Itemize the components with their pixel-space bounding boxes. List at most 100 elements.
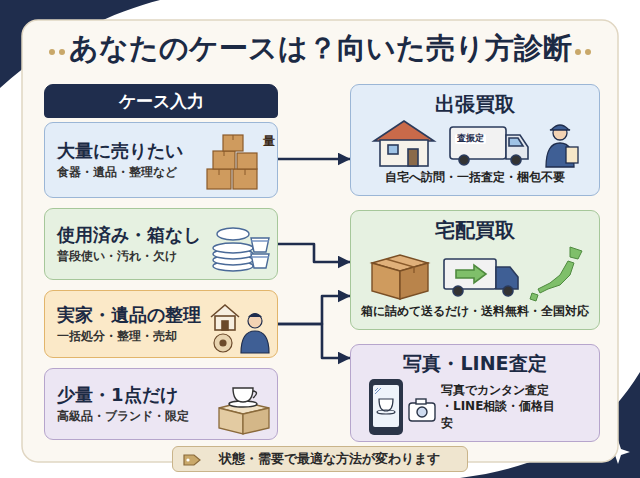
van-icon <box>450 127 506 159</box>
truck-icon <box>503 286 513 296</box>
worker-icon <box>550 125 570 130</box>
smartphone <box>369 379 403 435</box>
phone-illustration <box>361 377 439 437</box>
japan-map <box>570 247 582 259</box>
teacup <box>233 388 253 402</box>
box-tape <box>219 169 220 175</box>
title-dots <box>59 49 65 55</box>
plate-stack <box>213 243 253 253</box>
node-body: 自宅へ訪問・一括査定・梱包不要 <box>357 169 593 185</box>
node-heading: ケース入力 <box>119 90 204 113</box>
node-body: 写真でカンタン査定 ・LINE相談・価格目安 <box>441 382 563 432</box>
van-icon <box>459 155 469 165</box>
dishes-illustration <box>211 216 273 274</box>
cup <box>251 238 269 268</box>
gift-box <box>219 408 243 434</box>
node-heading: 宅配買取 <box>357 217 593 243</box>
house-icon <box>374 121 434 166</box>
cardboard-box <box>207 135 257 189</box>
panel <box>22 20 618 462</box>
node-heading: 状態・需要で最適な方法が変わります <box>219 450 440 468</box>
family-crest <box>214 334 232 352</box>
cup <box>251 256 269 257</box>
flow-arrow <box>278 324 350 358</box>
house-icon <box>222 321 228 330</box>
house-icon <box>215 316 235 330</box>
quantity-mark: 量 <box>263 135 275 148</box>
case-box: 実家・遺品の整理一括処分・整理・売却 <box>44 290 278 358</box>
cardboard-box <box>237 153 257 169</box>
boxes-illustration <box>205 131 261 191</box>
cup <box>251 254 269 268</box>
box-tape <box>219 135 245 175</box>
cardboard-box <box>372 255 428 299</box>
camera-icon <box>416 399 426 404</box>
title-dots <box>575 49 581 55</box>
flow-arrow <box>278 158 350 161</box>
worker-icon <box>546 125 578 167</box>
panel <box>22 20 618 462</box>
truck-icon <box>456 265 486 283</box>
node-heading: 出張買取 <box>357 91 593 117</box>
teacup <box>229 388 257 407</box>
flow-arrow <box>278 296 350 324</box>
smartphone <box>373 385 399 427</box>
van-icon <box>511 155 521 165</box>
van-icon <box>450 127 528 165</box>
person-icon <box>248 313 262 317</box>
japan-map <box>538 261 574 293</box>
person-icon <box>241 331 269 353</box>
tag-icon <box>182 452 202 468</box>
house-person-illustration <box>209 297 273 355</box>
worker-icon <box>566 147 578 163</box>
title-dots <box>49 49 55 55</box>
person-icon <box>241 313 269 353</box>
node-body: 普段使い・汚れ・欠け <box>57 249 207 265</box>
node-body: 高級品・ブランド・限定 <box>57 409 207 425</box>
cardboard-box <box>213 151 235 169</box>
case-box: 少量・1点だけ高級品・ブランド・限定 <box>44 368 278 440</box>
box-tape <box>245 169 246 175</box>
family-crest <box>220 340 226 346</box>
gift-box <box>243 408 269 434</box>
tag-icon <box>186 458 189 461</box>
box-tape <box>233 135 234 140</box>
node-heading: 大量に売りたい <box>57 139 207 162</box>
truck-icon <box>444 259 518 296</box>
japan-map <box>530 293 538 301</box>
smartphone <box>379 399 393 411</box>
gift-box <box>219 402 269 434</box>
plate-stack <box>213 228 253 271</box>
house-icon <box>380 140 428 166</box>
connectors <box>278 159 350 358</box>
cardboard-box <box>372 263 400 299</box>
delivery-illustration <box>360 245 590 303</box>
node-heading: 実家・遺品の整理 <box>57 303 207 326</box>
method-box: 写真・LINE査定写真でカンタン査定 ・LINE相談・価格目安 <box>350 344 600 442</box>
tag-icon <box>184 455 200 465</box>
van-lettering: 査振定 <box>455 134 486 144</box>
family-crest <box>214 334 232 352</box>
cardboard-box <box>223 135 243 151</box>
node-heading: 写真・LINE査定 <box>357 351 593 376</box>
diagram-title: あなたのケースは？向いた売り方診断 <box>0 30 640 66</box>
tag-icon <box>184 455 200 465</box>
cardboard-box <box>386 259 414 273</box>
column-header: ケース入力 <box>44 84 278 118</box>
house-icon <box>211 305 239 330</box>
node-heading: 少量・1点だけ <box>57 383 207 406</box>
japan-map <box>530 247 582 301</box>
teacup <box>253 391 257 398</box>
note-pill: 状態・需要で最適な方法が変わります <box>172 446 468 472</box>
box-tape <box>224 151 225 156</box>
smartphone <box>375 388 381 394</box>
node-heading: 使用済み・箱なし <box>57 223 207 246</box>
cup <box>251 240 269 241</box>
plate-stack <box>217 228 249 240</box>
node-body: 箱に詰めて送るだけ・送料無料・全国対応 <box>357 303 593 319</box>
camera-icon <box>409 399 435 421</box>
house-icon <box>374 121 434 141</box>
node-body: 一括処分・整理・売却 <box>57 329 207 345</box>
node-body: 食器・遺品・整理など <box>57 165 207 181</box>
